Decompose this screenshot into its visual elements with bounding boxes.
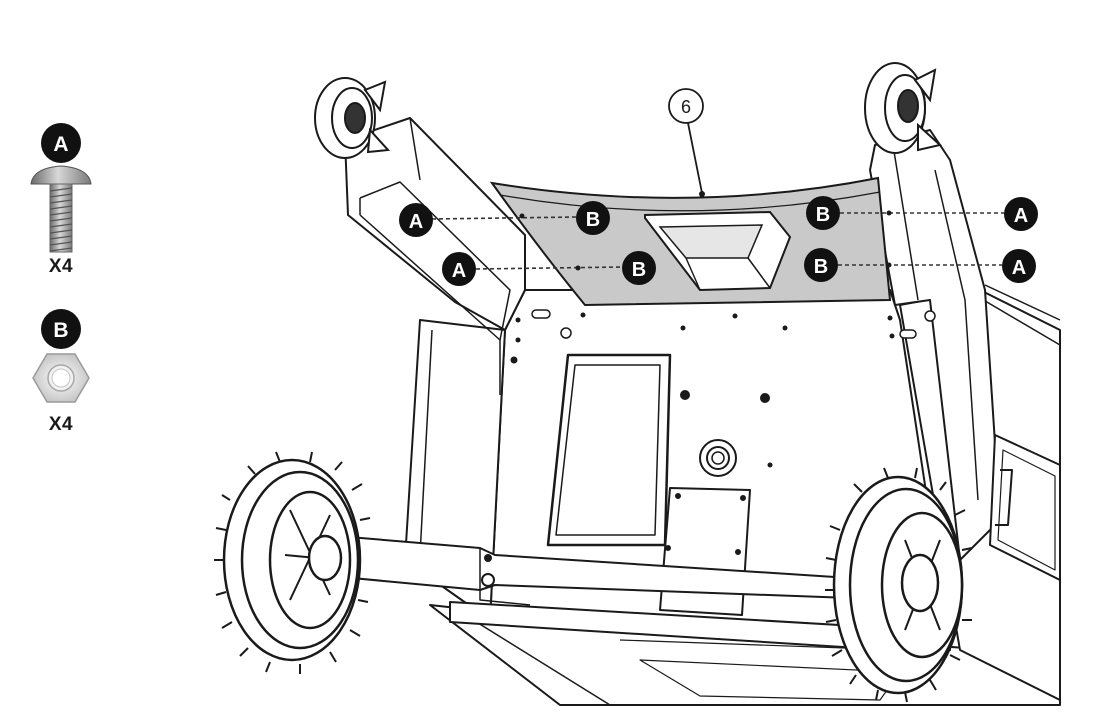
parts-list: A B [30,123,92,403]
fastener-leaders [431,212,1004,270]
marker-letter: B [816,204,830,226]
hex-nut-icon [32,353,90,403]
marker-b-right-lower: B [804,248,838,282]
marker-letter: B [586,209,600,231]
handle-panel-part-6 [489,176,892,307]
marker-a-left-upper: A [399,203,433,237]
marker-letter: B [814,256,828,278]
marker-a-left-lower: A [442,252,476,286]
marker-letter: A [1012,257,1026,279]
hardware-b-letter: B [53,319,68,342]
hardware-a-marker: A [41,123,81,163]
part-callout-6: 6 [668,88,705,197]
marker-letter: A [409,211,423,233]
marker-a-right-upper: A [1004,197,1038,231]
marker-letter: A [1014,205,1028,227]
marker-b-right-upper: B [806,196,840,230]
marker-letter: A [452,260,466,282]
right-wheel [825,467,973,703]
left-wheel [214,451,371,674]
hardware-a-letter: A [53,133,68,156]
marker-b-left-upper: B [576,201,610,235]
bolt-icon [30,165,92,253]
hardware-b-marker: B [41,309,81,349]
left-pulley [314,77,391,159]
hardware-a-quantity: X4 [48,256,74,277]
right-pulley [864,62,943,154]
hardware-b-quantity: X4 [48,414,74,435]
marker-a-right-lower: A [1002,249,1036,283]
marker-letter: B [632,259,646,281]
callout-number: 6 [681,97,691,117]
marker-b-center-lower: B [622,251,656,285]
